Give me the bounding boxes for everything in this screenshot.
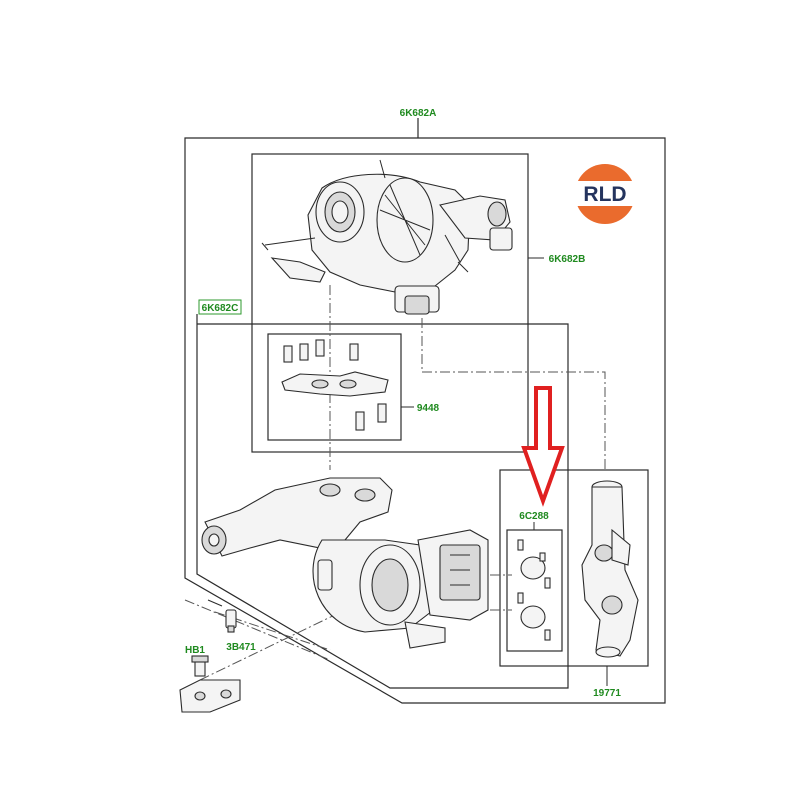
label-9448: 9448 [417, 403, 440, 414]
label-6k682c: 6K682C [202, 303, 239, 314]
rld-logo: RLD [572, 164, 638, 224]
manifold-unit-frame-6k682c [196, 314, 569, 689]
label-6k682b: 6K682B [549, 254, 586, 265]
logo-text: RLD [583, 183, 626, 206]
seal-kit-inner-frame [506, 529, 563, 652]
assembly-frame-6k682a [184, 118, 666, 704]
arrow-down-icon [521, 386, 565, 507]
stud-illustration [207, 599, 237, 633]
label-6k682a: 6K682A [400, 108, 437, 119]
label-6k682c-box [198, 299, 242, 315]
label-3b471: 3B471 [226, 642, 256, 653]
bolt-bracket-illustration [179, 655, 241, 713]
label-6c288: 6C288 [519, 511, 549, 522]
exhaust-manifold-illustration [201, 477, 489, 649]
gasket-kit-frame-9448 [267, 333, 402, 441]
label-19771: 19771 [593, 688, 621, 699]
leader-lines [401, 257, 608, 686]
gasket-kit-illustration [281, 339, 389, 431]
outlet-pipe-illustration [581, 480, 639, 658]
label-hb1: HB1 [185, 645, 205, 656]
turbocharger-illustration [261, 159, 513, 315]
seal-kit-illustration [517, 539, 551, 641]
turbo-unit-frame-6k682b [251, 153, 529, 453]
seal-kit-outer-frame-6c288 [499, 469, 649, 667]
